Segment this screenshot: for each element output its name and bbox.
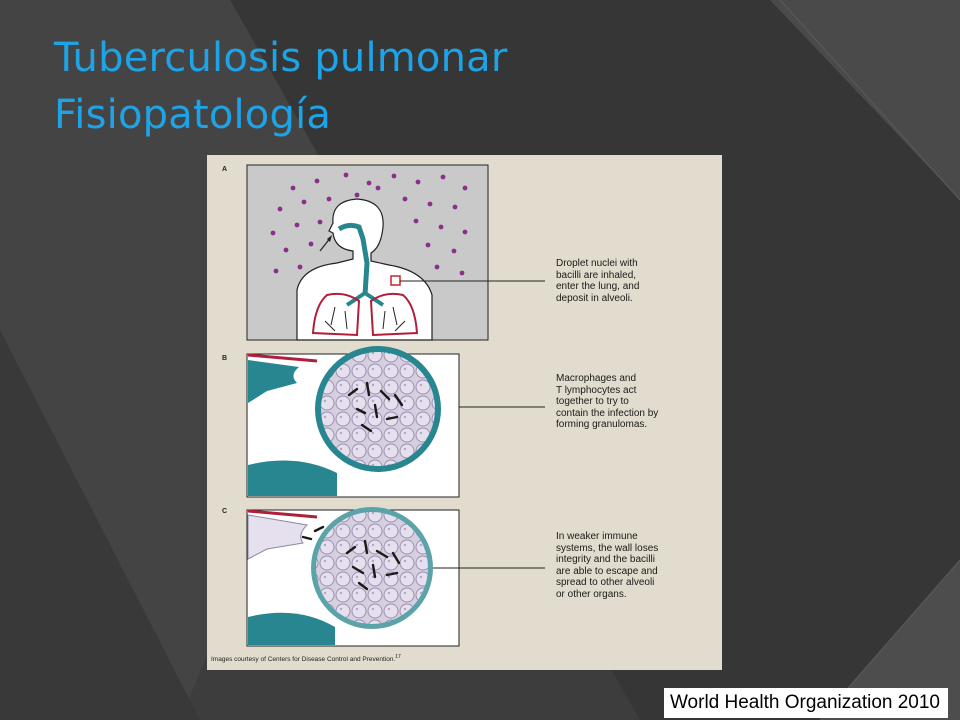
tb-pathophysiology-figure: A B C Droplet nuclei with bacilli are in… <box>207 155 722 670</box>
caption-line: systems, the wall loses <box>556 542 659 554</box>
title-line-1: Tuberculosis pulmonar <box>54 35 508 81</box>
caption-line: bacilli are inhaled, <box>556 269 637 281</box>
panel-a-caption: Droplet nuclei with bacilli are inhaled,… <box>556 258 706 304</box>
slide-title: Tuberculosis pulmonar Fisiopatología <box>54 30 508 144</box>
caption-line: Droplet nuclei with <box>556 258 638 269</box>
panel-c-caption: In weaker immune systems, the wall loses… <box>556 531 706 601</box>
panel-c-letter: C <box>222 508 228 515</box>
caption-line: Macrophages and <box>556 373 637 384</box>
caption-line: together to try to <box>556 396 629 408</box>
credit-text: Images courtesy of Centers for Disease C… <box>211 656 396 664</box>
caption-line: contain the infection by <box>556 407 659 419</box>
panel-b-caption: Macrophages and T lymphocytes act togeth… <box>556 373 706 431</box>
panel-c-illustration <box>246 507 545 647</box>
droplet-nuclei <box>270 172 468 276</box>
panel-a-letter: A <box>222 166 228 173</box>
image-credit: Images courtesy of Centers for Disease C… <box>211 654 401 663</box>
panel-b-illustration <box>246 346 545 498</box>
credit-reference: 17 <box>395 654 401 660</box>
caption-line: In weaker immune <box>556 531 638 542</box>
caption-line: enter the lung, and <box>556 281 640 293</box>
caption-line: spread to other alveoli <box>556 577 655 589</box>
panel-a-illustration <box>246 164 545 341</box>
title-line-2: Fisiopatología <box>54 92 332 138</box>
figure-illustration <box>246 164 545 647</box>
source-footer: World Health Organization 2010 <box>663 688 948 718</box>
caption-line: or other organs. <box>556 588 627 600</box>
caption-line: deposit in alveoli. <box>556 292 633 304</box>
caption-line: integrity and the bacilli <box>556 554 655 566</box>
caption-line: forming granulomas. <box>556 419 648 431</box>
caption-line: are able to escape and <box>556 565 658 577</box>
panel-b-letter: B <box>222 355 228 362</box>
caption-line: T lymphocytes act <box>556 384 637 396</box>
